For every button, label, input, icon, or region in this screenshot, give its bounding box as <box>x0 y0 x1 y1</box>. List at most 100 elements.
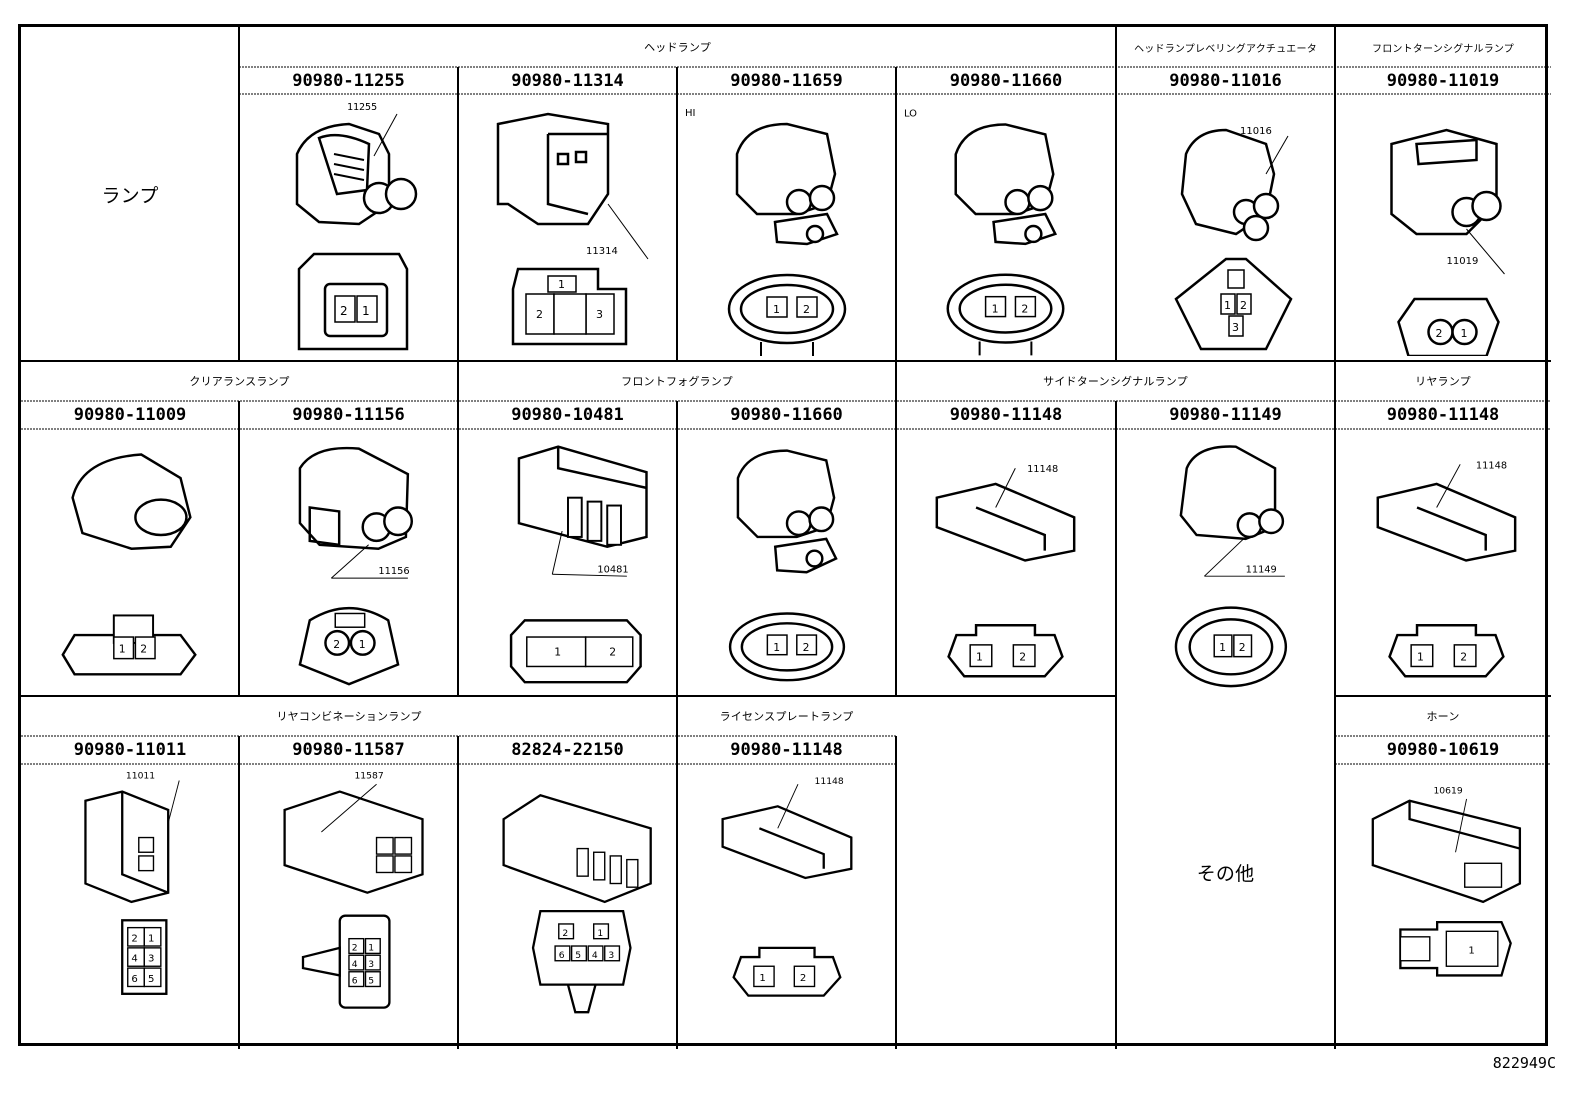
svg-text:11149: 11149 <box>1246 564 1277 575</box>
part-90980-11011[interactable]: 90980-11011 <box>73 740 187 760</box>
svg-text:6: 6 <box>559 950 565 961</box>
svg-text:1: 1 <box>1224 299 1231 312</box>
connector-illustration-82824-22150: 2 1 6 5 4 3 <box>502 794 652 1014</box>
group-front-fog: フロントフォグランプ <box>621 375 733 388</box>
connector-illustration-11660: LO 1 2 <box>904 108 1065 356</box>
svg-text:2: 2 <box>333 638 340 651</box>
svg-text:10619: 10619 <box>1433 785 1462 796</box>
svg-text:11587: 11587 <box>354 771 383 782</box>
svg-text:1: 1 <box>1219 641 1226 654</box>
connector-illustration-11660-fog: 1 2 <box>728 449 846 682</box>
group-headlamp: ヘッドランプ <box>644 41 711 54</box>
svg-text:11148: 11148 <box>815 776 844 787</box>
svg-text:2: 2 <box>803 303 810 316</box>
figure-code: 822949C <box>1492 1054 1556 1072</box>
svg-text:1: 1 <box>359 638 366 651</box>
svg-text:2: 2 <box>1436 327 1443 340</box>
category-other: その他 <box>1196 863 1255 885</box>
part-82824-22150[interactable]: 82824-22150 <box>511 740 624 760</box>
part-90980-11660-fog[interactable]: 90980-11660 <box>730 405 843 425</box>
svg-text:2: 2 <box>1239 641 1246 654</box>
svg-text:1: 1 <box>976 651 983 664</box>
svg-text:2: 2 <box>609 646 616 659</box>
svg-text:2: 2 <box>1019 651 1026 664</box>
svg-text:2: 2 <box>131 933 137 944</box>
connector-table: ランプ ヘッドランプ ヘッドランプレベリングアクチュエータ フロントターンシグナ… <box>18 24 1551 1049</box>
svg-text:2: 2 <box>140 643 147 656</box>
category-lamp: ランプ <box>101 184 159 207</box>
group-clearance: クリアランスランプ <box>189 375 290 388</box>
svg-text:4: 4 <box>592 950 598 961</box>
svg-text:3: 3 <box>148 954 154 965</box>
connector-illustration-11009: 1 2 <box>61 453 197 676</box>
svg-text:1: 1 <box>773 303 780 316</box>
svg-text:1: 1 <box>119 643 126 656</box>
svg-text:4: 4 <box>352 959 358 970</box>
connector-illustration-11019: 11019 2 1 <box>1390 128 1505 356</box>
connector-illustration-10481: 10481 1 2 <box>509 445 648 684</box>
svg-text:3: 3 <box>368 959 374 970</box>
svg-text:11016: 11016 <box>1240 126 1272 137</box>
part-90980-10481[interactable]: 90980-10481 <box>511 405 624 425</box>
svg-text:11148: 11148 <box>1027 464 1058 475</box>
part-90980-11148-license[interactable]: 90980-11148 <box>730 740 843 760</box>
svg-text:3: 3 <box>608 950 614 961</box>
svg-text:1: 1 <box>1468 945 1474 956</box>
svg-text:1: 1 <box>773 641 780 654</box>
svg-text:2: 2 <box>1021 303 1028 316</box>
svg-text:1: 1 <box>597 928 603 939</box>
svg-text:1: 1 <box>1461 327 1468 340</box>
svg-text:1: 1 <box>1417 651 1424 664</box>
svg-text:1: 1 <box>368 943 374 954</box>
part-90980-11148-rear[interactable]: 90980-11148 <box>1386 405 1500 425</box>
connector-illustration-11149: 11149 1 2 <box>1174 445 1288 688</box>
connector-illustration-11148-license: 11148 1 2 <box>721 776 853 997</box>
svg-text:3: 3 <box>1232 321 1239 334</box>
svg-text:11011: 11011 <box>126 771 155 782</box>
svg-text:2: 2 <box>803 641 810 654</box>
part-90980-11148-side[interactable]: 90980-11148 <box>949 405 1063 425</box>
connector-illustration-11148-rear: 11148 1 2 <box>1376 460 1517 678</box>
svg-text:1: 1 <box>362 304 370 318</box>
part-90980-11587[interactable]: 90980-11587 <box>292 740 405 760</box>
connector-illustration-11255: 11255 2 1 <box>295 102 418 351</box>
part-90980-11019[interactable]: 90980-11019 <box>1386 70 1500 91</box>
part-90980-11149[interactable]: 90980-11149 <box>1169 405 1282 425</box>
svg-text:1: 1 <box>992 303 999 316</box>
svg-text:1: 1 <box>759 973 765 984</box>
table-grid <box>21 27 1551 1049</box>
svg-text:1: 1 <box>554 646 561 659</box>
connector-illustration-10619: 10619 1 <box>1371 785 1522 977</box>
part-90980-11660[interactable]: 90980-11660 <box>949 70 1063 91</box>
part-90980-11659[interactable]: 90980-11659 <box>730 70 843 91</box>
svg-text:11019: 11019 <box>1447 256 1479 267</box>
part-90980-11156[interactable]: 90980-11156 <box>292 405 405 425</box>
part-90980-11255[interactable]: 90980-11255 <box>292 70 405 91</box>
svg-text:6: 6 <box>352 976 358 987</box>
svg-text:5: 5 <box>575 950 581 961</box>
connector-illustration-11587: 11587 2 1 4 3 6 5 <box>283 771 424 1009</box>
part-90980-11016[interactable]: 90980-11016 <box>1169 70 1282 91</box>
group-side-turn: サイドターンシグナルランプ <box>1043 375 1188 388</box>
svg-text:10481: 10481 <box>597 564 628 575</box>
svg-text:2: 2 <box>536 308 543 321</box>
part-90980-11009[interactable]: 90980-11009 <box>73 405 187 425</box>
svg-text:2: 2 <box>352 943 358 954</box>
svg-text:5: 5 <box>148 974 154 985</box>
svg-text:11255: 11255 <box>347 102 377 113</box>
connector-illustration-11016: 11016 1 2 3 <box>1174 126 1293 351</box>
svg-text:HI: HI <box>685 108 695 119</box>
svg-text:LO: LO <box>904 108 917 119</box>
connector-illustration-11314: 11314 1 2 3 <box>496 112 649 346</box>
part-90980-11314[interactable]: 90980-11314 <box>511 70 624 91</box>
part-90980-10619[interactable]: 90980-10619 <box>1386 740 1500 760</box>
connector-illustration-11659: HI 1 2 <box>685 108 847 356</box>
svg-text:2: 2 <box>340 304 348 318</box>
group-rear-combination: リヤコンビネーションランプ <box>276 710 422 723</box>
svg-text:1: 1 <box>558 278 565 291</box>
group-headlamp-leveling: ヘッドランプレベリングアクチュエータ <box>1134 43 1317 55</box>
svg-text:11314: 11314 <box>586 246 618 257</box>
connector-illustration-11156: 11156 2 1 <box>298 446 414 686</box>
svg-text:11156: 11156 <box>378 566 409 577</box>
svg-text:2: 2 <box>562 928 568 939</box>
